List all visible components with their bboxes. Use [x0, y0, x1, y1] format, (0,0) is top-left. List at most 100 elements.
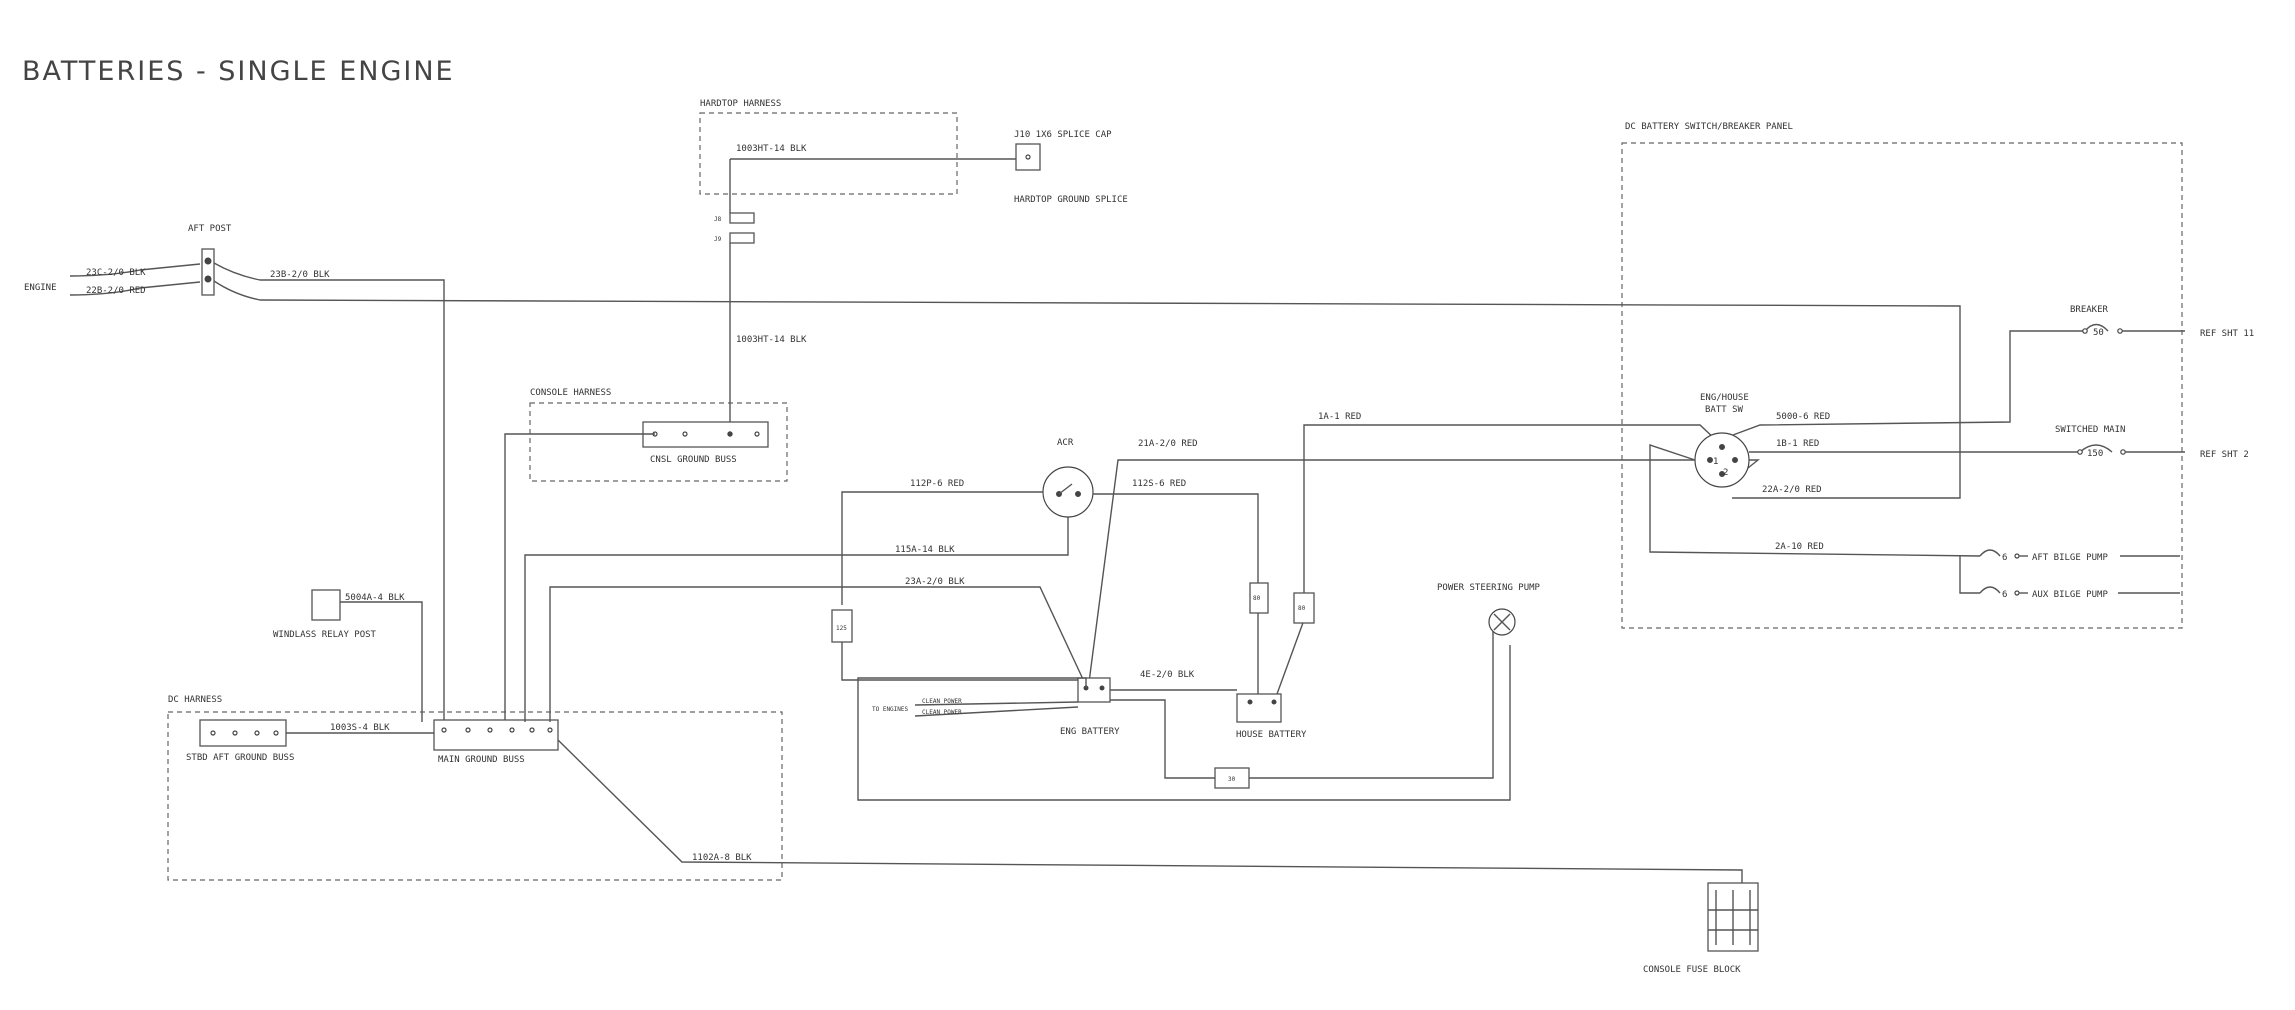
- wire-label-23c: 23C-2/0 BLK: [86, 268, 146, 278]
- switch-pos-1: 1: [1713, 457, 1718, 467]
- engine-label: ENGINE: [24, 283, 57, 293]
- breaker-label: BREAKER: [2070, 305, 2109, 315]
- aft-bilge-fuse-value: 6: [2002, 553, 2007, 563]
- aux-bilge-fuse-value: 6: [2002, 590, 2007, 600]
- console-harness-box: [529, 402, 788, 482]
- dc-panel-box: [1621, 142, 2183, 629]
- wire-23b: [213, 262, 445, 722]
- hardtop-harness-label: HARDTOP HARNESS: [700, 99, 781, 109]
- stbd-buss-stud-2: [232, 730, 238, 736]
- breaker-50-out: [2117, 328, 2123, 334]
- aux-bilge-breaker-arc: [1979, 586, 2001, 594]
- aft-bilge-pump-label: AFT BILGE PUMP: [2032, 553, 2108, 563]
- wire-label-1b: 1B-1 RED: [1776, 439, 1819, 449]
- console-harness-label: CONSOLE HARNESS: [530, 388, 611, 398]
- hardtop-splice-label: HARDTOP GROUND SPLICE: [1014, 195, 1128, 205]
- wire-to-fuse-30: [1110, 699, 1215, 779]
- main-buss-stud-4: [509, 727, 515, 733]
- wire-22b: [69, 281, 201, 296]
- aft-post-label: AFT POST: [188, 224, 232, 234]
- main-buss-stud-1: [441, 727, 447, 733]
- cnsl-ground-buss-label: CNSL GROUND BUSS: [650, 455, 737, 465]
- aft-post: [201, 248, 215, 296]
- stbd-buss-stud-3: [254, 730, 260, 736]
- wire-label-112s: 112S-6 RED: [1132, 479, 1186, 489]
- batt-switch-terminal-1: [1707, 457, 1713, 463]
- to-engines-label: TO ENGINES: [872, 706, 909, 713]
- acr-terminal-2: [1075, 491, 1081, 497]
- batt-switch-terminal-2: [1732, 457, 1738, 463]
- wire-2a-branch: [1959, 556, 1980, 594]
- power-steering-pump-label: POWER STEERING PUMP: [1437, 583, 1541, 593]
- windlass-label: WINDLASS RELAY POST: [273, 630, 377, 640]
- hardtop-harness-box: [699, 112, 958, 195]
- house-battery-neg: [1247, 699, 1253, 705]
- switched-main-out: [2120, 449, 2126, 455]
- main-ground-buss-label: MAIN GROUND BUSS: [438, 755, 525, 765]
- wire-115a: [524, 502, 1069, 722]
- house-battery-pos: [1271, 699, 1277, 705]
- main-buss-stud-3: [487, 727, 493, 733]
- wire-label-5004a: 5004A-4 BLK: [345, 593, 405, 603]
- batt-switch-terminal-4: [1719, 471, 1725, 477]
- wire-5004a: [340, 601, 423, 722]
- acr-relay: [1042, 466, 1094, 518]
- wire-label-1003s: 1003S-4 BLK: [330, 723, 390, 733]
- ref-sht-11: REF SHT 11: [2200, 329, 2254, 339]
- wire-112p: [841, 491, 1043, 605]
- wire-label-115a: 115A-14 BLK: [895, 545, 955, 555]
- fuse-80a-label: 80: [1253, 595, 1261, 602]
- cnsl-buss-stud-2: [682, 431, 688, 437]
- wire-label-22a: 22A-2/0 RED: [1762, 485, 1822, 495]
- switched-main-label: SWITCHED MAIN: [2055, 425, 2125, 435]
- connector-j9-label: J9: [714, 236, 722, 243]
- eng-battery: [1077, 677, 1111, 703]
- wire-label-1a: 1A-1 RED: [1318, 412, 1361, 422]
- pump-symbol-b: [1493, 613, 1511, 631]
- fuse-80b-label: 80: [1298, 605, 1306, 612]
- wire-label-1102a: 1102A-8 BLK: [692, 853, 752, 863]
- fuse-30-label: 30: [1228, 776, 1236, 783]
- wire-label-112p: 112P-6 RED: [910, 479, 964, 489]
- connector-j8: [729, 212, 755, 224]
- switched-main-in: [2077, 449, 2083, 455]
- wire-clean-power-2: [914, 706, 1079, 717]
- wire-112s: [1093, 493, 1259, 583]
- house-battery-label: HOUSE BATTERY: [1236, 730, 1307, 740]
- cnsl-ground-buss: [642, 421, 769, 448]
- batt-switch-label-1: ENG/HOUSE: [1700, 393, 1749, 403]
- clean-power-label-2: CLEAN POWER: [922, 709, 962, 716]
- main-buss-stud-2: [465, 727, 471, 733]
- house-battery: [1236, 693, 1282, 723]
- switch-pos-2: 2: [1723, 468, 1728, 478]
- aft-bilge-breaker-arc: [1979, 549, 2001, 557]
- dc-harness-label: DC HARNESS: [168, 695, 222, 705]
- eng-battery-pos: [1099, 685, 1105, 691]
- stbd-buss-stud-4: [273, 730, 279, 736]
- dc-panel-label: DC BATTERY SWITCH/BREAKER PANEL: [1625, 122, 1793, 132]
- batt-switch-label-2: BATT SW: [1705, 405, 1744, 415]
- wire-label-23a: 23A-2/0 BLK: [905, 577, 965, 587]
- wire-5000: [1732, 330, 2085, 436]
- wire-label-21a: 21A-2/0 RED: [1138, 439, 1198, 449]
- wire-label-2a: 2A-10 RED: [1775, 542, 1824, 552]
- ref-sht-2: REF SHT 2: [2200, 450, 2249, 460]
- console-fuse-block-label: CONSOLE FUSE BLOCK: [1643, 965, 1741, 975]
- aux-bilge-breaker-out: [2014, 590, 2020, 596]
- clean-power-label-1: CLEAN POWER: [922, 698, 962, 705]
- wire-112p-to-eng: [841, 642, 1089, 691]
- wire-label-22b: 22B-2/0 RED: [86, 286, 146, 296]
- stbd-buss-stud-1: [210, 730, 216, 736]
- aft-bilge-breaker-out: [2014, 553, 2020, 559]
- aft-post-stud-2: [204, 275, 212, 283]
- aux-bilge-pump-label: AUX BILGE PUMP: [2032, 590, 2108, 600]
- fuse-125-label: 125: [836, 625, 847, 632]
- wire-label-1003ht-top: 1003HT-14 BLK: [736, 144, 807, 154]
- switched-main-value: 150: [2087, 449, 2103, 459]
- wire-clean-power-1: [914, 701, 1079, 706]
- dc-harness-box: [167, 711, 783, 881]
- wire-cnsl-to-main: [504, 433, 655, 722]
- wire-2a: [1649, 444, 1981, 557]
- batt-switch-terminal-3: [1719, 444, 1725, 450]
